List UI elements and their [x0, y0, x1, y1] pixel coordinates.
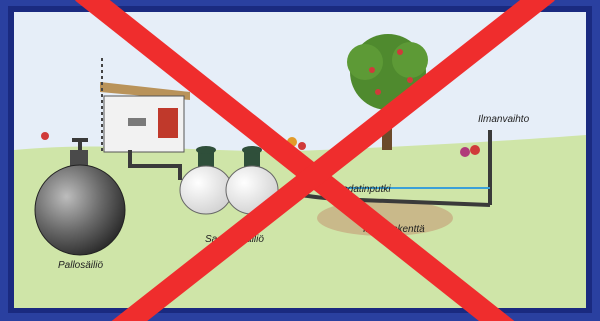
ball-tank: [34, 150, 126, 256]
label-filter-pipe: Suodatinputki: [330, 184, 391, 195]
flower-icon: [41, 132, 480, 157]
label-ball-tank: Pallosäiliö: [58, 260, 103, 271]
label-ventilation: Ilmanvaihto: [478, 114, 530, 125]
cross-out-icon: [75, 0, 555, 321]
house-icon: [100, 58, 190, 154]
